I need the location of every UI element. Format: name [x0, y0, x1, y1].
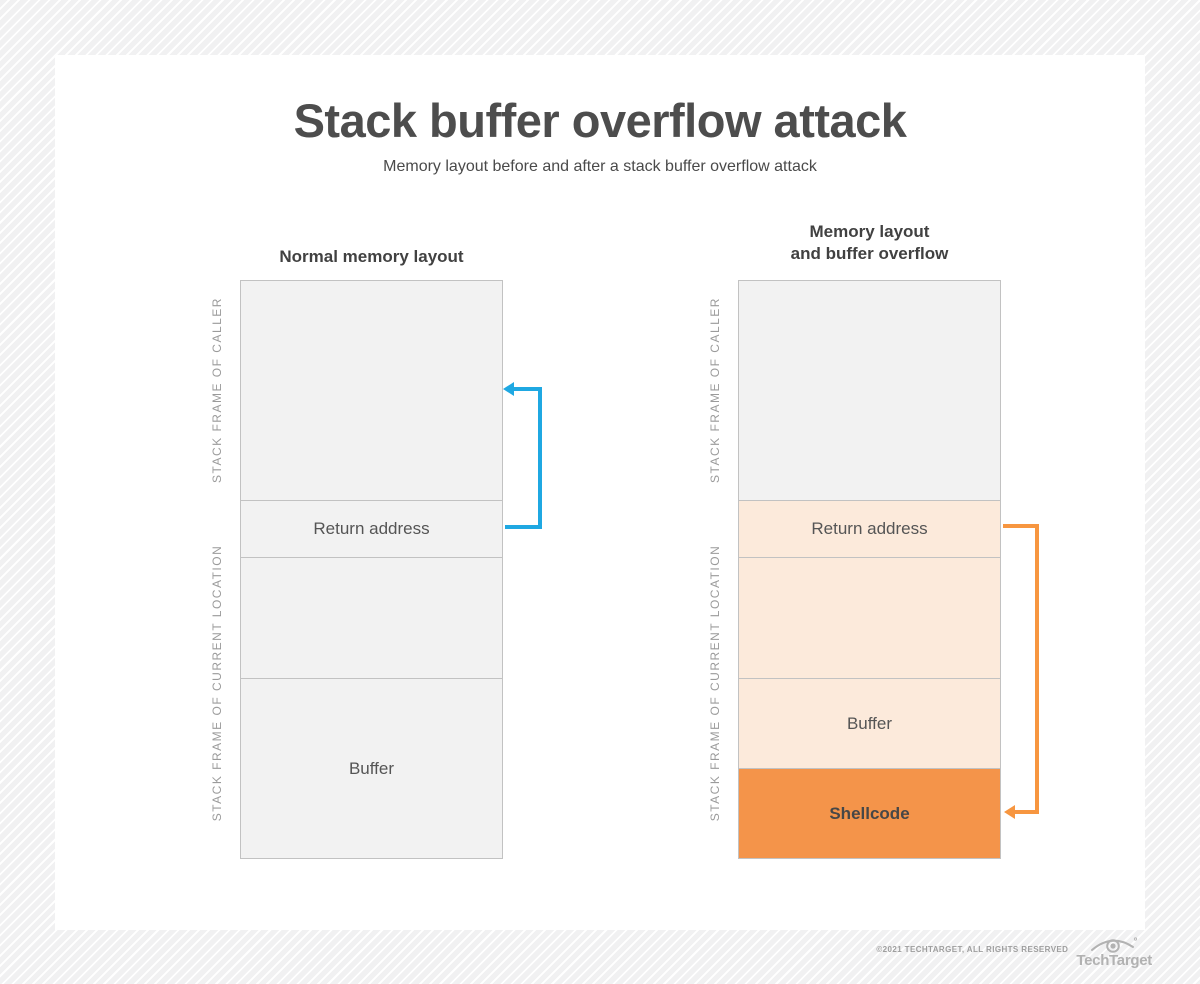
infographic-card: Stack buffer overflow attack Memory layo…: [55, 55, 1145, 930]
left-current-frame-label: STACK FRAME OF CURRENT LOCATION: [210, 544, 224, 822]
left-locals-cell: [241, 557, 502, 678]
footer: ©2021 TECHTARGET, ALL RIGHTS RESERVED Te…: [600, 936, 1152, 968]
left-return-address-label: Return address: [313, 519, 430, 538]
eye-icon: [1091, 937, 1138, 953]
right-caller-frame-label: STACK FRAME OF CALLER: [708, 297, 722, 483]
left-caller-frame-cell: [241, 281, 502, 500]
left-diagram-heading: Normal memory layout: [279, 247, 464, 266]
return-to-shellcode-arrow-icon: [1003, 524, 1039, 819]
left-return-address-cell: Return address: [241, 500, 502, 557]
right-locals-cell: [739, 557, 1000, 678]
right-diagram-heading: Memory layout and buffer overflow: [738, 221, 1001, 265]
right-return-address-cell: Return address: [739, 500, 1000, 557]
right-memory-stack: Return address Buffer Shellcode: [738, 280, 1001, 859]
right-shellcode-cell: Shellcode: [739, 768, 1000, 858]
left-memory-stack: Return address Buffer: [240, 280, 503, 859]
techtarget-logo-text: TechTarget: [1076, 952, 1152, 969]
left-buffer-label: Buffer: [348, 758, 395, 778]
page-subtitle: Memory layout before and after a stack b…: [383, 158, 817, 175]
page-title: Stack buffer overflow attack: [293, 94, 907, 147]
right-caller-frame-cell: [739, 281, 1000, 500]
right-current-frame-label: STACK FRAME OF CURRENT LOCATION: [708, 544, 722, 822]
copyright-text: ©2021 TECHTARGET, ALL RIGHTS RESERVED: [876, 944, 1069, 954]
right-buffer-label: Buffer: [846, 713, 893, 733]
right-shellcode-label: Shellcode: [829, 803, 910, 823]
right-diagram-heading-line2: and buffer overflow: [790, 244, 949, 263]
left-buffer-cell: Buffer: [241, 678, 502, 858]
right-diagram-heading-line1: Memory layout: [809, 222, 930, 241]
right-buffer-cell: Buffer: [739, 678, 1000, 768]
right-return-address-label: Return address: [811, 519, 928, 538]
techtarget-logo: TechTarget: [1076, 936, 1152, 968]
left-caller-frame-label: STACK FRAME OF CALLER: [210, 297, 224, 483]
return-to-caller-arrow-icon: [503, 382, 542, 529]
